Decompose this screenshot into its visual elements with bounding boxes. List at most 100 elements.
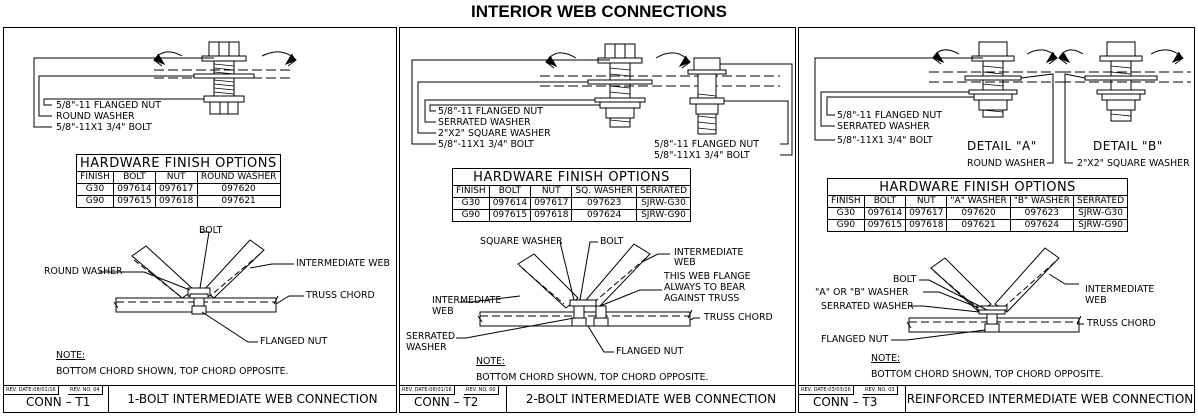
detail-label-serrated-washer: SERRATED WASHER [821,301,914,312]
hw-label-bolt: 5/8"-11X1 3/4" BOLT [837,135,933,146]
panel-t1: 5/8"-11 FLANGED NUT ROUND WASHER 5/8"-11… [3,27,397,413]
connection-id: CONN – T1 [26,395,91,409]
detail-a-round-washer: ROUND WASHER [967,158,1046,169]
table-cell: SJRW-G30 [635,197,692,210]
header-cell: "B" WASHER [1009,195,1075,208]
note-text: BOTTOM CHORD SHOWN, TOP CHORD OPPOSITE. [871,369,1104,380]
hardware-finish-table: HARDWARE FINISH OPTIONS FINISH BOLT NUT … [451,168,692,222]
table-cell: 097615 [113,195,156,208]
rev-number: REV. NO. 03 [863,386,898,395]
hw-label-right-flanged-nut: 5/8"-11 FLANGED NUT [654,139,759,150]
rev-number: REV. NO. 04 [68,386,103,395]
table-cell: G90 [452,209,490,222]
table-cell: 097623 [571,197,637,210]
detail-label-truss-chord: TRUSS CHORD [1087,318,1156,329]
detail-label-intermediate-web-1: INTERMEDIATE [1085,284,1155,295]
table-cell: 097614 [863,207,907,220]
panel-t3-drawing [814,41,1191,341]
hw-label-flanged-nut: 5/8"-11 FLANGED NUT [438,106,543,117]
hw-label-serrated-washer: SERRATED WASHER [438,117,531,128]
serrated-washer [594,97,646,103]
hw-label-bolt: 5/8"-11X1 3/4" BOLT [56,122,152,133]
table-row: G30 097614 097617 097623 SJRW-G30 [452,197,692,210]
square-washer [587,79,653,85]
detail-b-label: DETAIL "B" [1093,139,1163,153]
table-cell: 097621 [946,219,1011,232]
header-cell: SERRATED [1073,195,1129,208]
table-cell: SJRW-G30 [1073,207,1129,220]
hardware-finish-table: HARDWARE FINISH OPTIONS FINISH BOLT NUT … [826,178,1129,232]
title-block: REV. DATE:08/01/16 REV. NO. 04 CONN – T1… [4,385,396,412]
connection-description: 2-BOLT INTERMEDIATE WEB CONNECTION [506,386,795,412]
table-cell: G90 [75,195,115,208]
hw-label-right-bolt: 5/8"-11X1 3/4" BOLT [654,150,750,161]
rev-number: REV. NO. 00 [464,386,499,395]
title-block: REV. DATE:03/03/16 REV. NO. 03 CONN – T3… [799,385,1194,412]
flanged-nut [203,95,245,103]
hw-label-round-washer: ROUND WASHER [56,111,135,122]
header-cell: ROUND WASHER [196,171,281,184]
panel-t3: 5/8"-11 FLANGED NUT SERRATED WASHER 5/8"… [798,27,1195,413]
table-title: HARDWARE FINISH OPTIONS [76,154,281,172]
header-cell: FINISH [452,185,490,198]
header-cell: FINISH [827,195,865,208]
header-cell: NUT [905,195,948,208]
detail-label-serrated-washer-2: WASHER [406,342,447,353]
header-cell: SQ. WASHER [571,185,637,198]
table-cell: G30 [75,183,115,196]
table-cell: G30 [452,197,490,210]
table-cell: 097614 [488,197,532,210]
header-cell: NUT [530,185,573,198]
connection-description: REINFORCED INTERMEDIATE WEB CONNECTION [905,386,1194,412]
detail-label-intermediate-web: INTERMEDIATE WEB [296,258,390,269]
header-cell: BOLT [488,185,532,198]
detail-label-bolt: BOLT [199,225,223,236]
detail-label-flange-note-2: ALWAYS TO BEAR [664,282,746,293]
table-cell: 097615 [863,219,907,232]
header-cell: SERRATED [635,185,692,198]
detail-label-intermediate-web-2: WEB [1085,295,1107,306]
connection-id: CONN – T3 [813,395,878,409]
rev-date: REV. DATE:08/01/16 [400,386,455,395]
table-cell: 097618 [154,195,198,208]
intermediate-web-right [994,247,1060,313]
rev-date: REV. DATE:03/03/16 [799,386,854,395]
round-washer [193,73,255,79]
detail-label-flanged-nut: FLANGED NUT [260,336,328,347]
hw-label-square-washer: 2"X2" SQUARE WASHER [438,128,551,139]
intermediate-web-left [517,253,579,309]
intermediate-web-left [930,257,992,313]
detail-label-ab-washer: "A" OR "B" WASHER [815,287,909,298]
table-cell: 097615 [488,209,532,222]
detail-label-bolt: BOLT [893,274,917,285]
header-cell: BOLT [113,171,156,184]
table-row: G30 097614 097617 097620 097623 SJRW-G30 [827,207,1129,220]
table-header-row: FINISH BOLT NUT "A" WASHER "B" WASHER SE… [827,195,1129,208]
detail-label-intermediate-web-left-2: WEB [432,306,454,317]
panel-t2-drawing [411,43,793,353]
bolt-head [208,41,240,57]
flanged-nut [599,101,641,109]
table-cell: 097614 [113,183,156,196]
panel-t1-drawing [33,41,304,343]
hardware-finish-table: HARDWARE FINISH OPTIONS FINISH BOLT NUT … [75,154,281,208]
note-text: BOTTOM CHORD SHOWN, TOP CHORD OPPOSITE. [476,372,709,383]
detail-label-flange-note-3: AGAINST TRUSS [664,293,740,304]
table-cell: 097617 [154,183,198,196]
table-row: G30 097614 097617 097620 [75,183,281,196]
connection-description: 1-BOLT INTERMEDIATE WEB CONNECTION [108,386,396,412]
table-row: G90 097615 097618 097621 097624 SJRW-G90 [827,219,1129,232]
detail-label-intermediate-web-right: INTERMEDIATE WEB [674,247,744,268]
table-title: HARDWARE FINISH OPTIONS [451,168,692,186]
rev-date: REV. DATE:08/01/16 [4,386,59,395]
detail-label-flanged-nut: FLANGED NUT [616,346,684,357]
connection-id: CONN – T2 [414,395,479,409]
panel-t2: 5/8"-11 FLANGED NUT SERRATED WASHER 2"X2… [399,27,796,413]
detail-label-serrated-washer-1: SERRATED [406,331,456,342]
detail-label-square-washer: SQUARE WASHER [480,236,563,247]
table-cell: G30 [827,207,865,220]
page-title: INTERIOR WEB CONNECTIONS [471,2,727,21]
detail-label-flanged-nut: FLANGED NUT [821,334,889,345]
table-cell: 097623 [1009,207,1075,220]
header-cell: "A" WASHER [946,195,1011,208]
